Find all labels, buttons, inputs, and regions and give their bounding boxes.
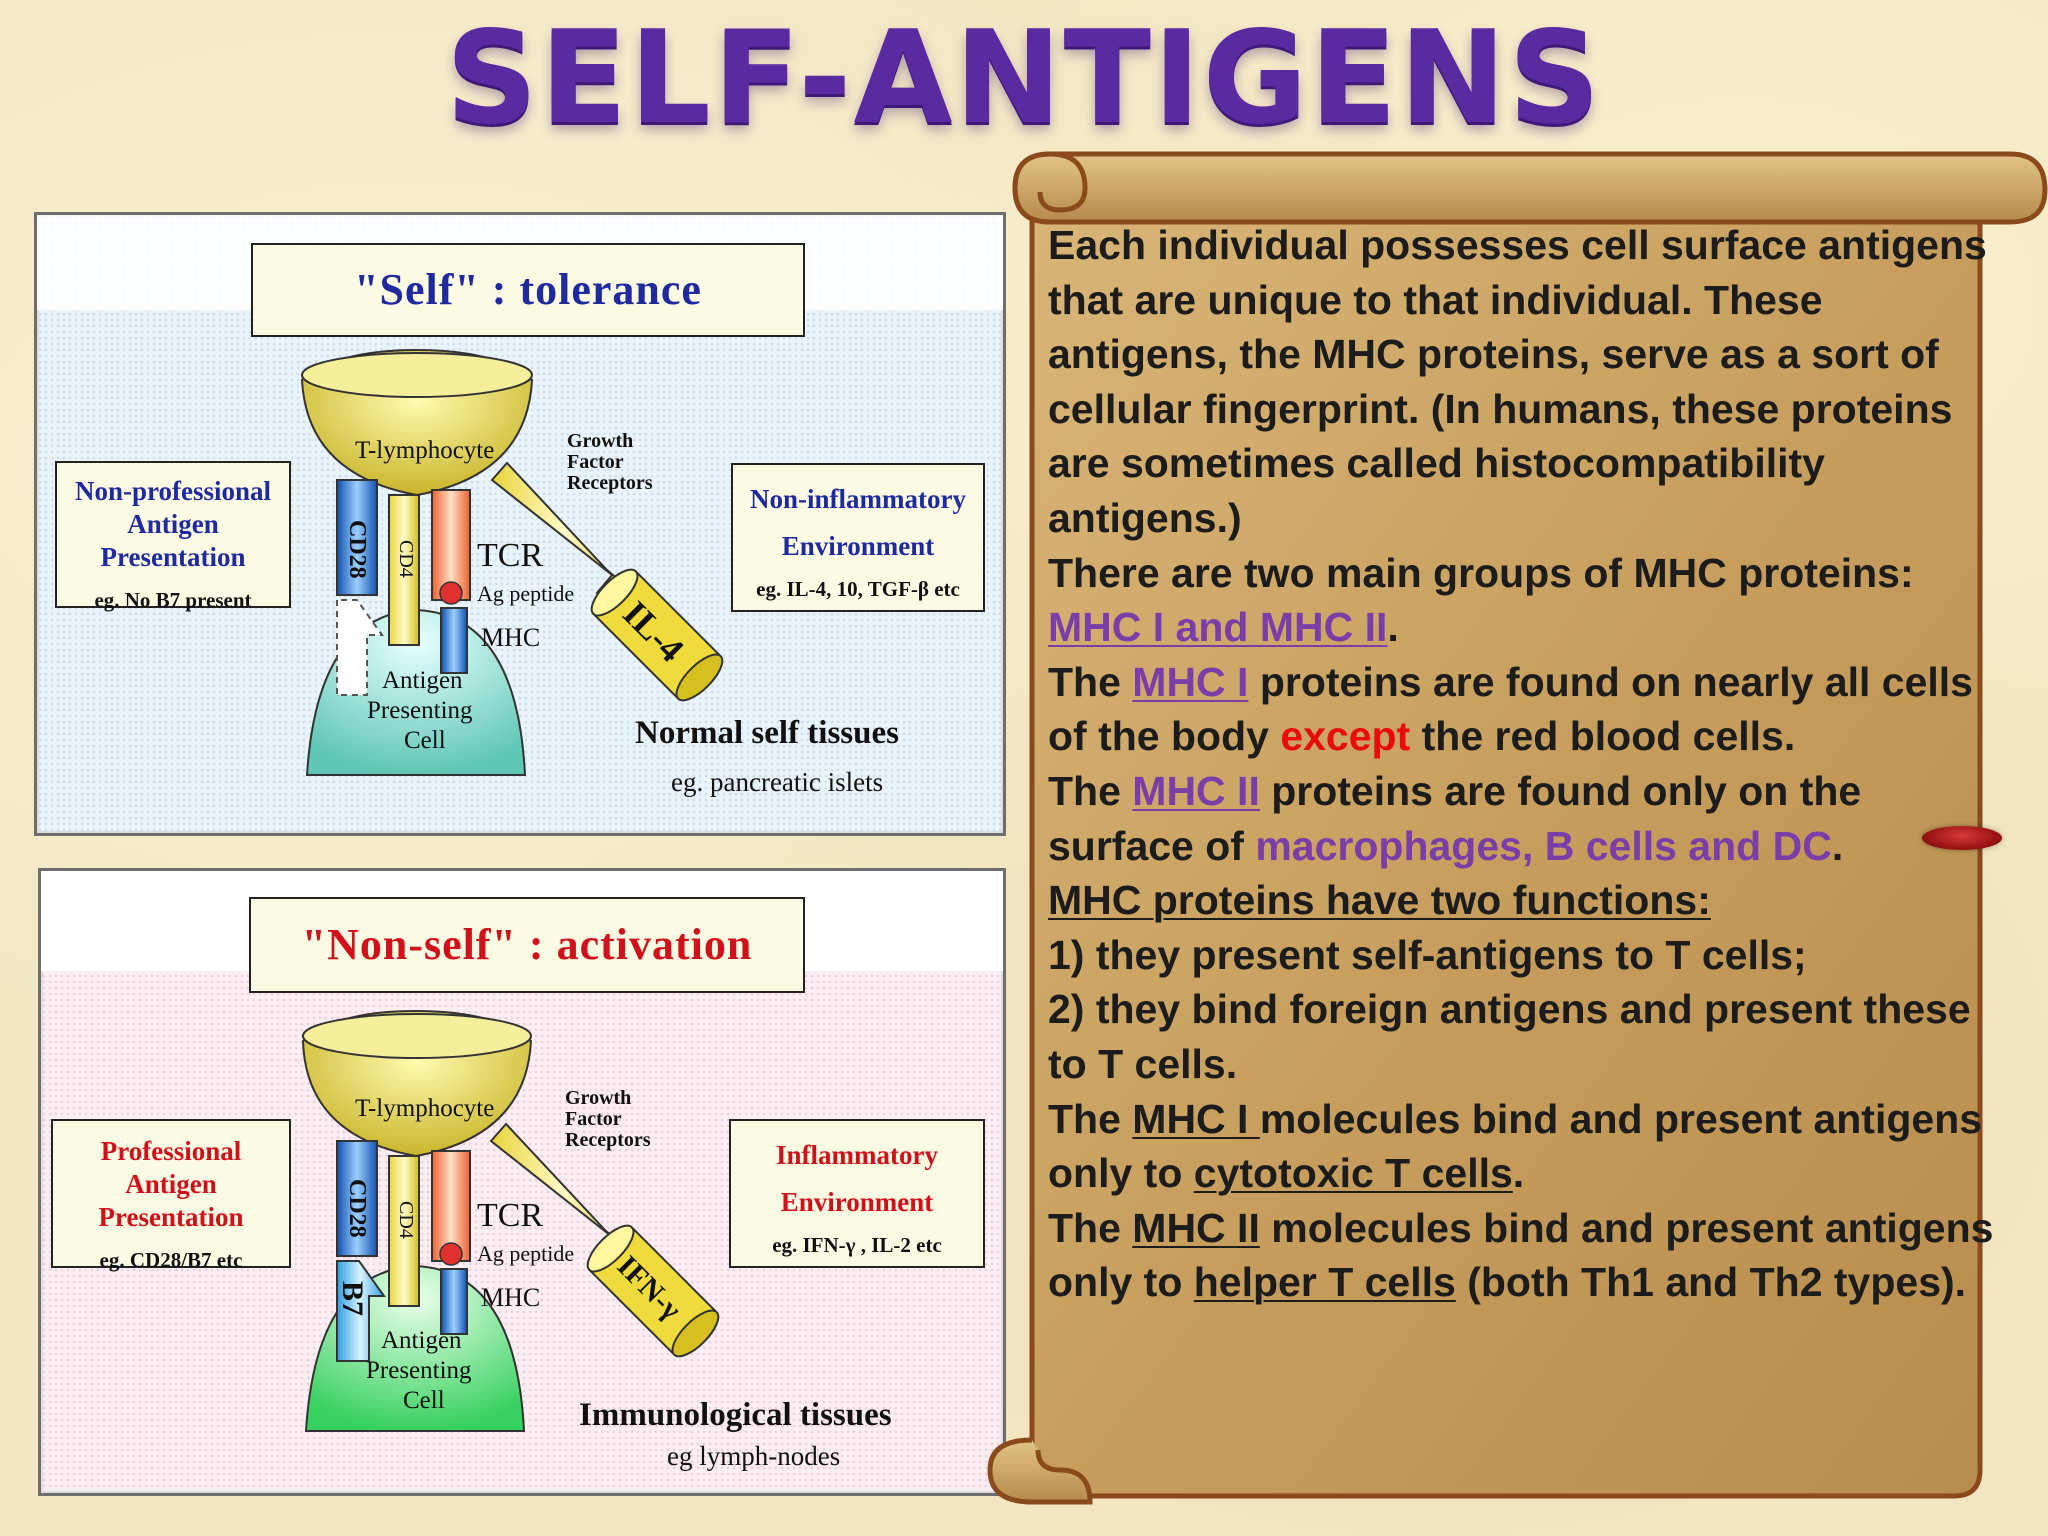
nonself-mhc-label: MHC bbox=[481, 1283, 541, 1312]
red-blood-cell-icon bbox=[1922, 826, 2002, 850]
b7-ligand bbox=[336, 1260, 386, 1362]
cytokine-cylinder: IFN-γ bbox=[586, 1224, 720, 1358]
scroll-body-text: Each individual possesses cell surface a… bbox=[1048, 218, 2008, 1310]
nonself-apc-line1: Antigen bbox=[381, 1327, 462, 1354]
functions-heading: MHC proteins have two functions: bbox=[1048, 877, 1711, 924]
self-heading-box: "Self" : tolerance bbox=[251, 243, 805, 337]
self-right-line2: Environment bbox=[781, 531, 935, 561]
self-apc-line1: Antigen bbox=[382, 667, 463, 694]
nonself-b7-label: B7 bbox=[336, 1281, 369, 1317]
cd28-receptor bbox=[336, 479, 378, 596]
para-mhc-ii-binding: The MHC II molecules bind and present an… bbox=[1048, 1204, 1994, 1306]
function-2: 2) they bind foreign antigens and presen… bbox=[1048, 986, 1971, 1087]
self-left-line3: Presentation bbox=[100, 542, 246, 572]
nonself-ag-peptide-label: Ag peptide bbox=[477, 1241, 575, 1266]
self-cd4-label: CD4 bbox=[395, 540, 417, 578]
slide-title: SELF-ANTIGENS bbox=[445, 4, 1603, 153]
nonself-activation-diagram: IFN-γ bbox=[301, 1009, 720, 1432]
nonself-activation-panel: IFN-γ "Non-self" : activation Profession… bbox=[38, 868, 1006, 1496]
nonself-heading: "Non-self" : activation bbox=[301, 920, 753, 969]
self-apc-line2: Presenting bbox=[367, 697, 473, 724]
self-tolerance-panel: IL-4 "Self" : tolerance Non-professional… bbox=[34, 212, 1006, 836]
self-cd28-label: CD28 bbox=[344, 520, 370, 579]
para-mhc-i-binding: The MHC I molecules bind and present ant… bbox=[1048, 1095, 1983, 1197]
nonself-gf-line1: Growth bbox=[565, 1087, 632, 1109]
self-tissue-example: eg. pancreatic islets bbox=[671, 767, 884, 797]
self-right-sub: eg. IL-4, 10, TGF-β etc bbox=[756, 577, 960, 601]
nonself-left-line3: Presentation bbox=[98, 1202, 244, 1232]
nonself-cd28-label: CD28 bbox=[344, 1179, 370, 1238]
self-gf-line1: Growth bbox=[567, 430, 634, 452]
self-left-line2: Antigen bbox=[127, 509, 219, 539]
nonself-right-sub: eg. IFN-γ , IL-2 etc bbox=[772, 1233, 942, 1257]
parchment-scroll bbox=[987, 151, 2048, 1505]
nonself-right-line1: Inflammatory bbox=[776, 1140, 938, 1170]
nonself-tcr-label: TCR bbox=[477, 1197, 544, 1234]
self-ag-peptide-label: Ag peptide bbox=[477, 581, 575, 606]
self-left-line1: Non-professional bbox=[74, 476, 272, 506]
link-mhc-ii[interactable]: MHC II bbox=[1132, 767, 1260, 814]
self-apc-line3: Cell bbox=[404, 727, 446, 754]
nonself-gf-line3: Receptors bbox=[565, 1129, 651, 1151]
self-heading: "Self" : tolerance bbox=[354, 265, 702, 314]
link-mhc-i[interactable]: MHC I bbox=[1132, 658, 1249, 705]
nonself-tissue-example: eg lymph-nodes bbox=[667, 1441, 841, 1471]
self-t-cell-label: T-lymphocyte bbox=[355, 437, 495, 464]
nonself-left-sub: eg. CD28/B7 etc bbox=[99, 1248, 243, 1272]
self-right-box: Non-inflammatory Environment eg. IL-4, 1… bbox=[731, 463, 985, 612]
self-tcr-label: TCR bbox=[477, 537, 544, 574]
self-gf-line2: Factor bbox=[567, 451, 624, 473]
nonself-left-box: Professional Antigen Presentation eg. CD… bbox=[51, 1119, 291, 1272]
cd4-coreceptor bbox=[388, 494, 420, 646]
absent-b7-outline bbox=[336, 599, 384, 696]
cd4-coreceptor bbox=[388, 1155, 420, 1307]
mhc-molecule bbox=[440, 1268, 468, 1335]
nonself-heading-box: "Non-self" : activation bbox=[249, 897, 805, 993]
nonself-apc-line3: Cell bbox=[403, 1387, 445, 1414]
self-mhc-label: MHC bbox=[481, 623, 541, 652]
nonself-left-line2: Antigen bbox=[125, 1169, 217, 1199]
self-left-sub: eg. No B7 present bbox=[94, 588, 252, 612]
para-mhc-i-location: The MHC I proteins are found on nearly a… bbox=[1048, 658, 1973, 760]
para-two-groups: There are two main groups of MHC protein… bbox=[1048, 549, 1914, 651]
cell-types-highlight: macrophages, B cells and DC bbox=[1255, 822, 1832, 869]
function-1: 1) they present self-antigens to T cells… bbox=[1048, 931, 1807, 978]
antigen-peptide-dot bbox=[439, 1242, 463, 1266]
except-highlight: except bbox=[1280, 713, 1411, 760]
nonself-t-cell-label: T-lymphocyte bbox=[355, 1095, 495, 1122]
antigen-peptide-dot bbox=[439, 581, 463, 605]
link-mhc-i-and-ii[interactable]: MHC I and MHC II bbox=[1048, 604, 1388, 651]
cytokine-cylinder: IL-4 bbox=[590, 568, 724, 702]
nonself-right-line2: Environment bbox=[780, 1187, 934, 1217]
para-mhc-ii-location: The MHC II proteins are found only on th… bbox=[1048, 767, 1862, 869]
nonself-tissue-label: Immunological tissues bbox=[579, 1397, 892, 1433]
self-left-box: Non-professional Antigen Presentation eg… bbox=[55, 461, 291, 612]
self-gf-line3: Receptors bbox=[567, 472, 653, 494]
nonself-cd4-label: CD4 bbox=[395, 1201, 417, 1239]
nonself-gf-line2: Factor bbox=[565, 1108, 622, 1130]
para-intro: Each individual possesses cell surface a… bbox=[1048, 222, 1987, 541]
self-tolerance-diagram: IL-4 bbox=[300, 348, 724, 776]
cd28-receptor bbox=[336, 1140, 378, 1257]
nonself-right-box: Inflammatory Environment eg. IFN-γ , IL-… bbox=[729, 1119, 985, 1268]
mhc-molecule bbox=[440, 607, 468, 674]
nonself-apc-line2: Presenting bbox=[366, 1357, 472, 1384]
nonself-left-line1: Professional bbox=[100, 1136, 242, 1166]
self-tissue-label: Normal self tissues bbox=[635, 715, 899, 751]
self-right-line1: Non-inflammatory bbox=[750, 484, 966, 514]
